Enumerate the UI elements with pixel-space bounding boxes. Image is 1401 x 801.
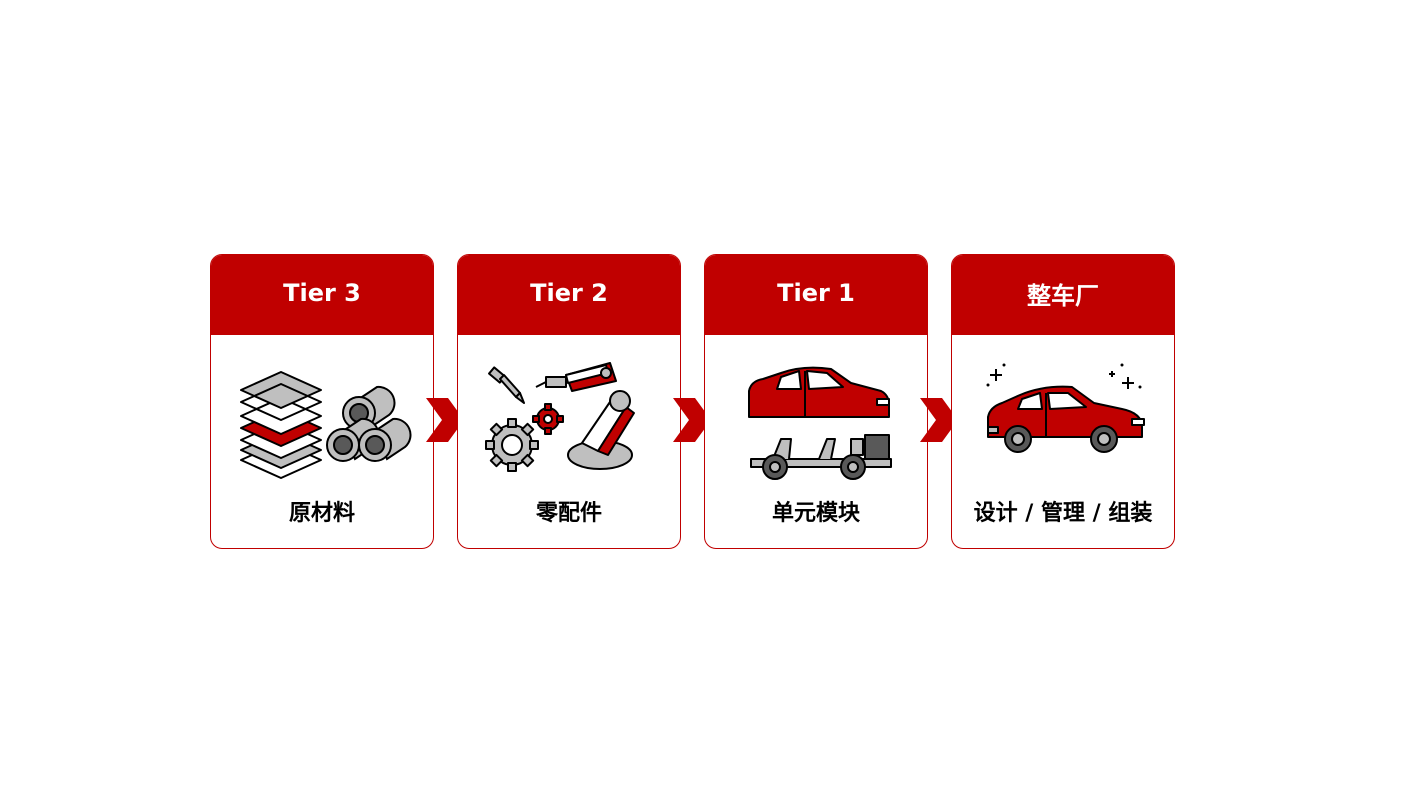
tier-card-oem: 整车厂 设计 / 管理 / 组装 bbox=[951, 254, 1175, 549]
tier-label: 原材料 bbox=[288, 501, 355, 526]
chevron-right-icon bbox=[920, 398, 958, 442]
finished-car-icon bbox=[986, 363, 1145, 453]
tier-header: Tier 3 bbox=[211, 255, 433, 335]
tier-label: 零配件 bbox=[535, 501, 602, 526]
chevron-right-icon bbox=[426, 398, 464, 442]
tier-header: 整车厂 bbox=[952, 255, 1174, 335]
robot-arm-parts-icon bbox=[485, 362, 635, 472]
tier-header: Tier 2 bbox=[458, 255, 680, 335]
tier-card-tier1: Tier 1 单元模块 bbox=[704, 254, 928, 549]
tier-label: 单元模块 bbox=[771, 501, 860, 526]
raw-materials-icon bbox=[240, 371, 412, 479]
tier-card-tier2: Tier 2 bbox=[457, 254, 681, 549]
chevron-right-icon bbox=[673, 398, 711, 442]
tier-header: Tier 1 bbox=[705, 255, 927, 335]
tier-card-tier3: Tier 3 原材料 bbox=[210, 254, 434, 549]
tier-label: 设计 / 管理 / 组装 bbox=[973, 501, 1153, 526]
car-module-assembly-icon bbox=[748, 366, 892, 480]
